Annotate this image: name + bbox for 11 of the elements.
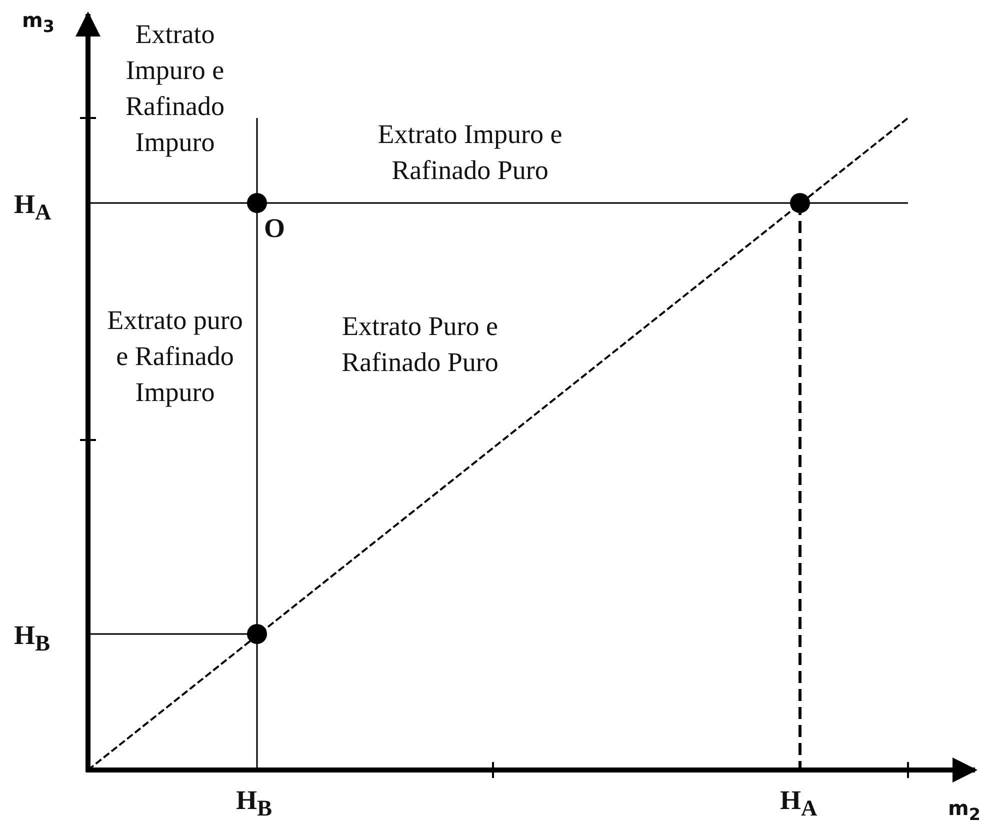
region-label: Extrato Puro e Rafinado Puro	[340, 310, 500, 379]
axis-label: m$_{3}$	[22, 7, 56, 38]
region-label: Extrato puro e Rafinado Impuro	[106, 304, 244, 409]
region-label: Extrato Impuro e Rafinado Puro	[376, 118, 564, 187]
tick-label: H$_{A}$	[780, 784, 818, 822]
region-label: Extrato Impuro e Rafinado Impuro	[124, 18, 226, 159]
axis-label: H$_{B}$	[14, 619, 52, 658]
tick-label: H$_{B}$	[236, 784, 274, 822]
point-label: O	[264, 212, 286, 245]
axis-label: m$_{2}$	[948, 795, 982, 826]
axis-label: H$_{A}$	[14, 188, 52, 226]
